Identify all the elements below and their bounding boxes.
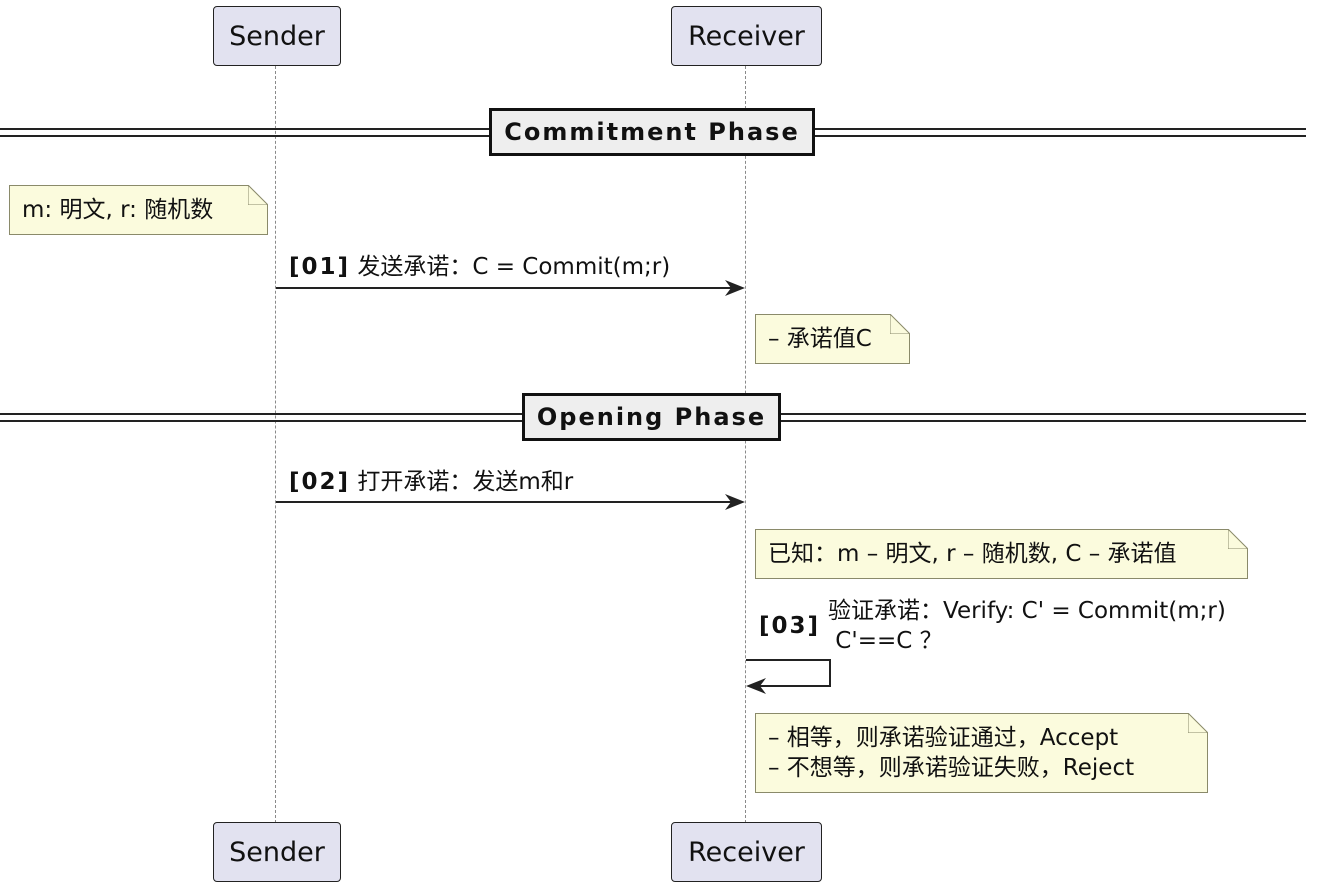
- commit-value-text: – 承诺值C: [768, 326, 872, 352]
- message-03-number-label: [03]: [759, 611, 820, 641]
- note-fold-icon: [248, 185, 268, 205]
- verification-result-note: – 相等，则承诺验证通过，Accept – 不想等，则承诺验证失败，Reject: [755, 713, 1208, 793]
- message-02-label: [02] 打开承诺：发送m和r: [289, 467, 573, 497]
- opening-phase-label: Opening Phase: [522, 393, 781, 441]
- message-03-text-line1: 验证承诺：Verify: C' = Commit(m;r): [828, 598, 1226, 624]
- message-03-text-line2: C'==C ？: [828, 628, 943, 654]
- commitment-phase-label: Commitment Phase: [489, 108, 815, 156]
- note-fold-icon: [1188, 713, 1208, 733]
- note-fold-icon: [1228, 529, 1248, 549]
- message-03-self-arrow[interactable]: [746, 659, 831, 694]
- note-fold-icon: [890, 314, 910, 334]
- sender-participant-top[interactable]: Sender: [213, 6, 341, 66]
- message-02-arrow[interactable]: [276, 494, 745, 510]
- sender-participant-bottom[interactable]: Sender: [213, 822, 341, 882]
- message-03-number: [03]: [759, 613, 821, 639]
- message-01-number: [01]: [289, 254, 351, 280]
- sender-variables-note: m: 明文, r: 随机数: [9, 185, 268, 235]
- sender-lifeline: [275, 66, 276, 823]
- receiver-participant-top[interactable]: Receiver: [671, 6, 822, 66]
- message-01-text: 发送承诺：C = Commit(m;r): [357, 254, 671, 280]
- message-02-number: [02]: [289, 469, 351, 495]
- result-accept-text: – 相等，则承诺验证通过，Accept: [768, 725, 1119, 751]
- sender-variables-text: m: 明文, r: 随机数: [22, 197, 214, 223]
- known-values-text: 已知：m – 明文, r – 随机数, C – 承诺值: [768, 541, 1177, 567]
- message-01-arrow[interactable]: [276, 280, 745, 296]
- receiver-lifeline: [745, 66, 746, 823]
- known-values-note: 已知：m – 明文, r – 随机数, C – 承诺值: [755, 529, 1248, 579]
- result-reject-text: – 不想等，则承诺验证失败，Reject: [768, 755, 1135, 781]
- receiver-participant-bottom[interactable]: Receiver: [671, 822, 822, 882]
- message-02-text: 打开承诺：发送m和r: [357, 469, 574, 495]
- message-03-text-label: 验证承诺：Verify: C' = Commit(m;r) C'==C ？: [828, 596, 1226, 656]
- commit-value-note: – 承诺值C: [755, 314, 910, 364]
- message-01-label: [01] 发送承诺：C = Commit(m;r): [289, 252, 670, 282]
